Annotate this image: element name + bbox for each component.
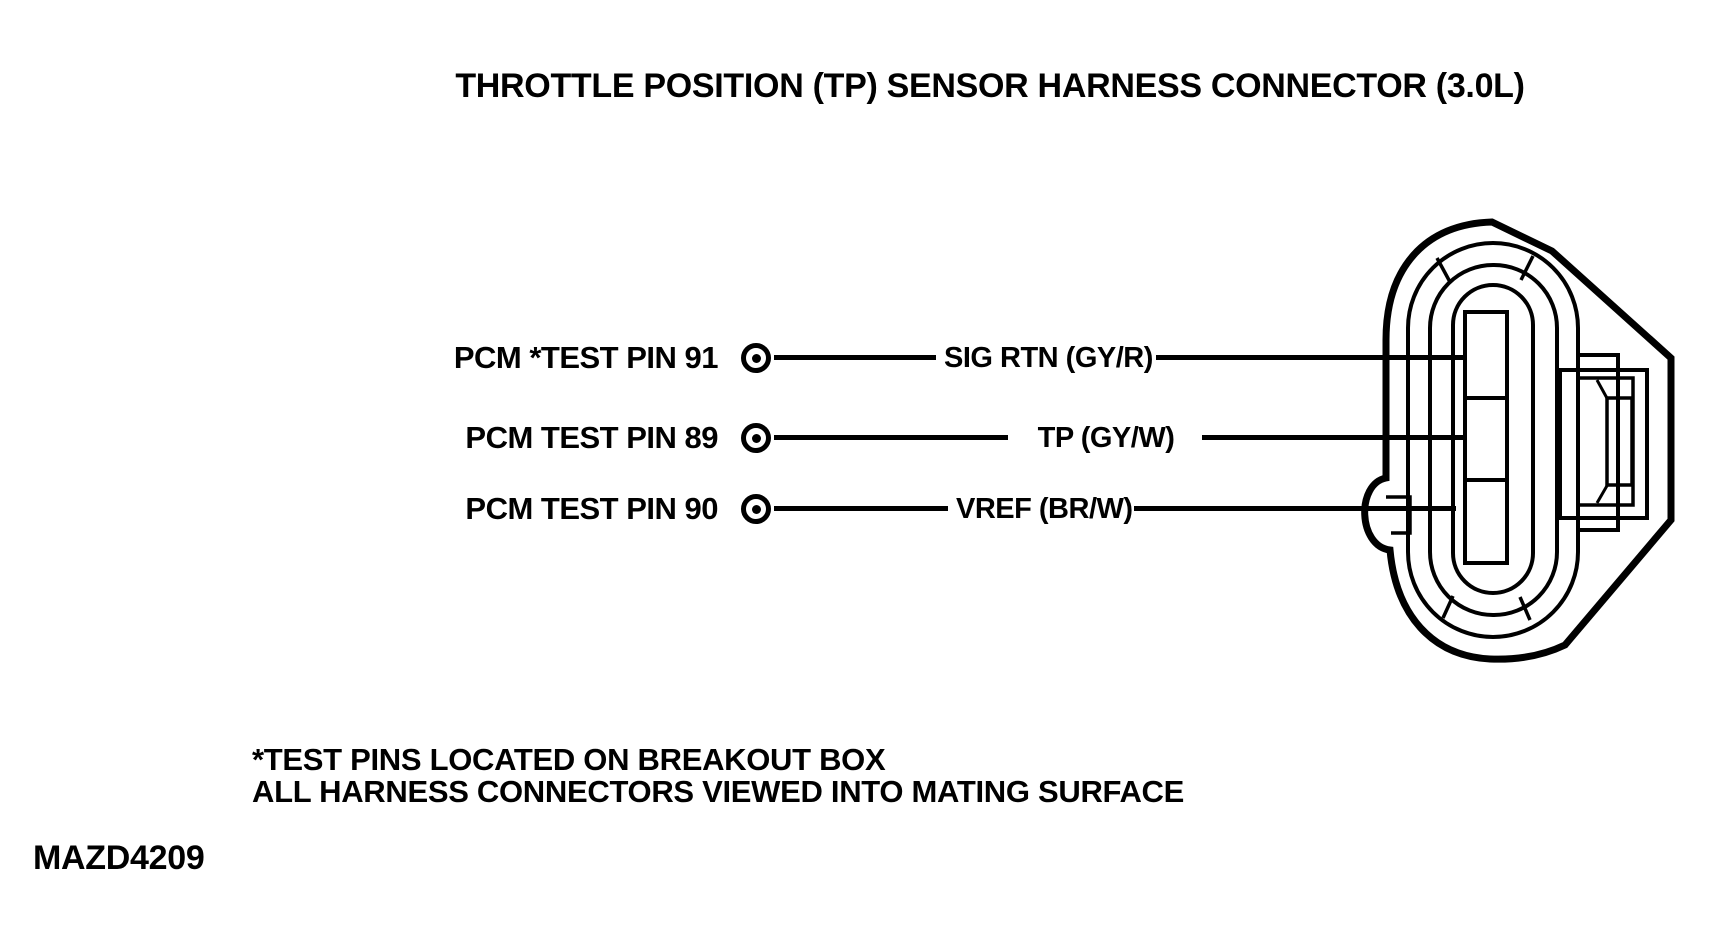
wire-line (1134, 506, 1456, 511)
wire-circuit-label: SIG RTN (GY/R) (944, 342, 1153, 374)
wire-circuit-label: TP (GY/W) (1037, 422, 1175, 454)
footnote-viewing: ALL HARNESS CONNECTORS VIEWED INTO MATIN… (252, 774, 1185, 809)
wire-line (774, 435, 1008, 440)
connector-seal-ring-inner (1428, 263, 1559, 617)
ring-tick (1435, 257, 1452, 283)
pin-row-91: PCM *TEST PIN 91 SIG RTN (GY/R) (0, 338, 1713, 378)
footnote-test-pins: *TEST PINS LOCATED ON BREAKOUT BOX (252, 742, 886, 777)
pcm-test-pin-label: PCM *TEST PIN 91 (453, 340, 719, 375)
test-point-circle-dot-icon (741, 494, 771, 524)
figure-id: MAZD4209 (33, 839, 205, 877)
wire-circuit-label: VREF (BR/W) (956, 493, 1133, 525)
ring-tick (1519, 255, 1535, 281)
test-point-circle-dot-icon (741, 343, 771, 373)
connector-cavity-ring (1451, 283, 1535, 595)
terminal-strip (1463, 310, 1509, 565)
ring-tick (1441, 595, 1455, 619)
pcm-test-pin-label: PCM TEST PIN 90 (465, 491, 718, 526)
connector-outer-shell (1361, 218, 1675, 663)
pcm-test-pin-label: PCM TEST PIN 89 (465, 420, 718, 455)
wire-line (774, 506, 948, 511)
diagram-title: THROTTLE POSITION (TP) SENSOR HARNESS CO… (455, 67, 1525, 105)
connector-lock-face (1605, 396, 1634, 487)
wire-line (1202, 435, 1466, 440)
lock-bevel (1595, 483, 1610, 504)
footnotes: *TEST PINS LOCATED ON BREAKOUT BOX ALL H… (252, 744, 1184, 808)
test-point-circle-dot-icon (741, 423, 771, 453)
connector-lock-body (1558, 368, 1649, 520)
ring-tick (1518, 596, 1532, 621)
wire-line (774, 355, 936, 360)
pin-row-89: PCM TEST PIN 89 TP (GY/W) (0, 418, 1713, 458)
pin-row-90: PCM TEST PIN 90 VREF (BR/W) (0, 489, 1713, 529)
lock-bevel (1595, 379, 1610, 401)
wire-line (1156, 355, 1466, 360)
connector-diagram (1361, 218, 1675, 663)
